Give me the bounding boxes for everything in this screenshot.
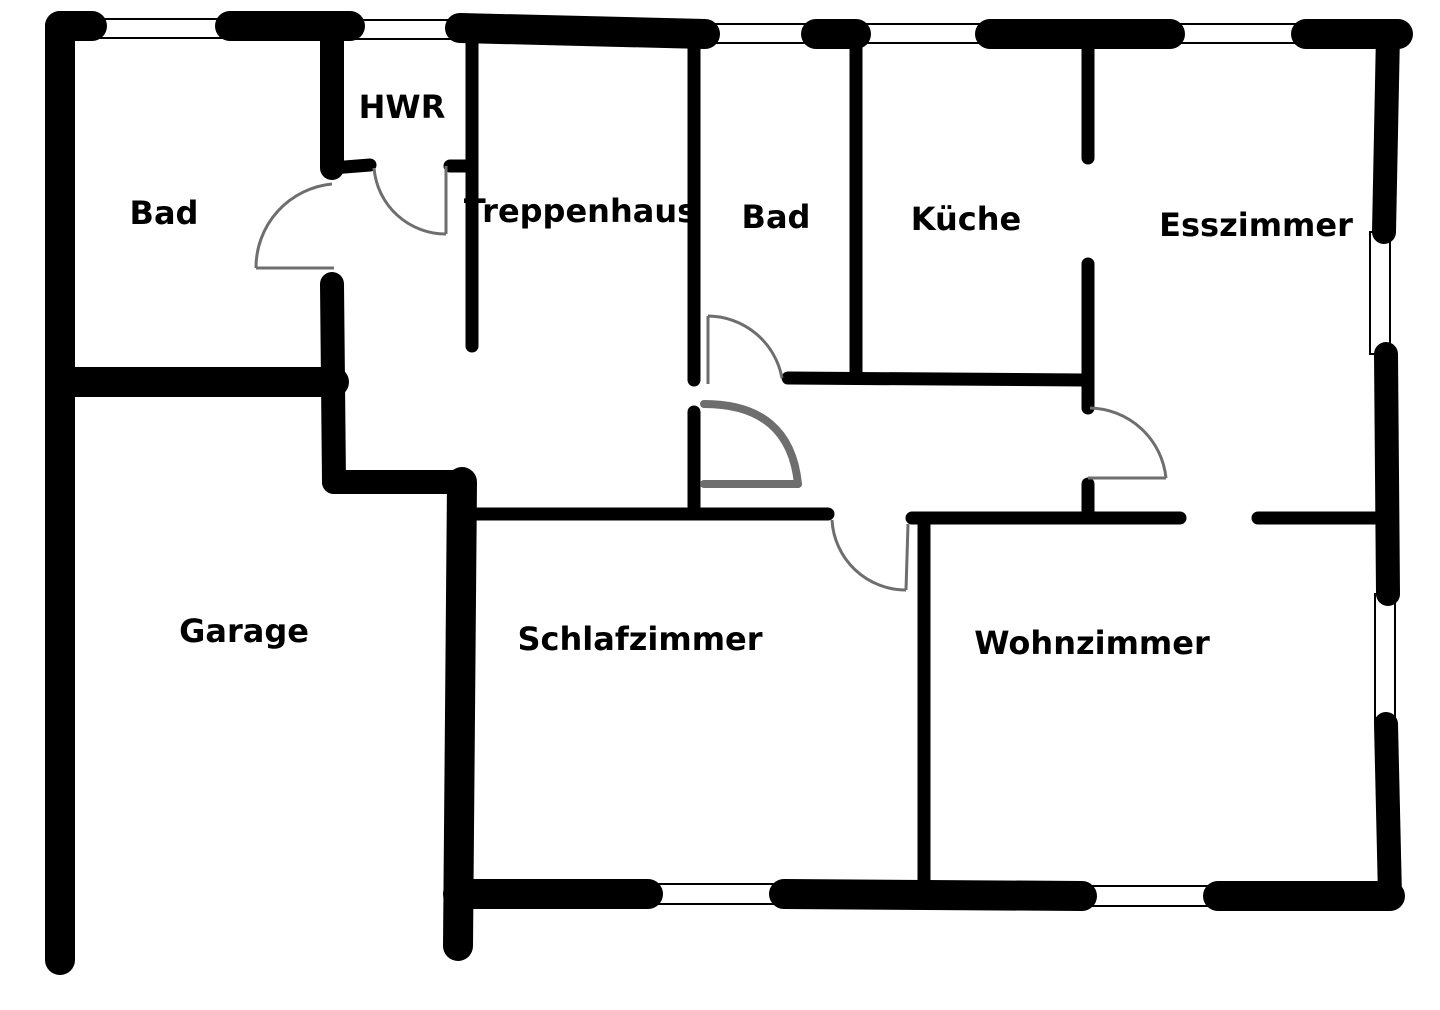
window-top-4: [851, 23, 993, 44]
exterior-walls: [45, 11, 1413, 975]
room-label-wohnzimmer: Wohnzimmer: [974, 624, 1210, 662]
room-label-esszimmer: Esszimmer: [1159, 206, 1353, 244]
room-label-bad-2: Bad: [742, 198, 811, 236]
wall-right-seg-3: [1374, 712, 1402, 908]
door-schlaf-leaf: [904, 523, 910, 591]
room-label-kueche: Küche: [911, 200, 1021, 238]
windows: [87, 18, 1396, 907]
wall-bottom-seg-2: [769, 879, 1097, 911]
wall-garage-right: [443, 467, 477, 961]
window-top-1: [87, 18, 237, 39]
door-bad-2-swing: [707, 314, 784, 379]
room-labels: Bad HWR Treppenhaus Bad Küche Esszimmer …: [130, 88, 1354, 662]
wall-top-seg-3: [445, 13, 720, 49]
room-label-garage: Garage: [179, 612, 309, 650]
window-top-5: [1165, 23, 1307, 44]
door-ess-swing: [1089, 406, 1168, 479]
room-label-hwr: HWR: [359, 88, 446, 126]
wall-right-seg-1: [1372, 22, 1400, 244]
window-right-2: [1374, 593, 1396, 725]
doors: [254, 166, 1168, 592]
room-label-schlafzimmer: Schlafzimmer: [517, 620, 762, 658]
room-label-bad-1: Bad: [130, 194, 199, 232]
door-treppenhaus-swing: [700, 400, 802, 488]
window-bottom-2: [1079, 885, 1223, 907]
door-hwr-swing: [372, 167, 447, 236]
wall-kueche-bottom: [781, 371, 1091, 387]
interior-walls: [45, 14, 1383, 889]
door-bad-1-swing: [254, 182, 333, 269]
door-schlaf-swing: [830, 519, 907, 592]
wall-right-seg-2: [1374, 342, 1400, 606]
window-right-1: [1369, 231, 1391, 355]
room-label-treppenhaus: Treppenhaus: [464, 192, 696, 230]
window-bottom-1: [645, 883, 787, 905]
wall-hwr-door-stub: [325, 158, 377, 175]
